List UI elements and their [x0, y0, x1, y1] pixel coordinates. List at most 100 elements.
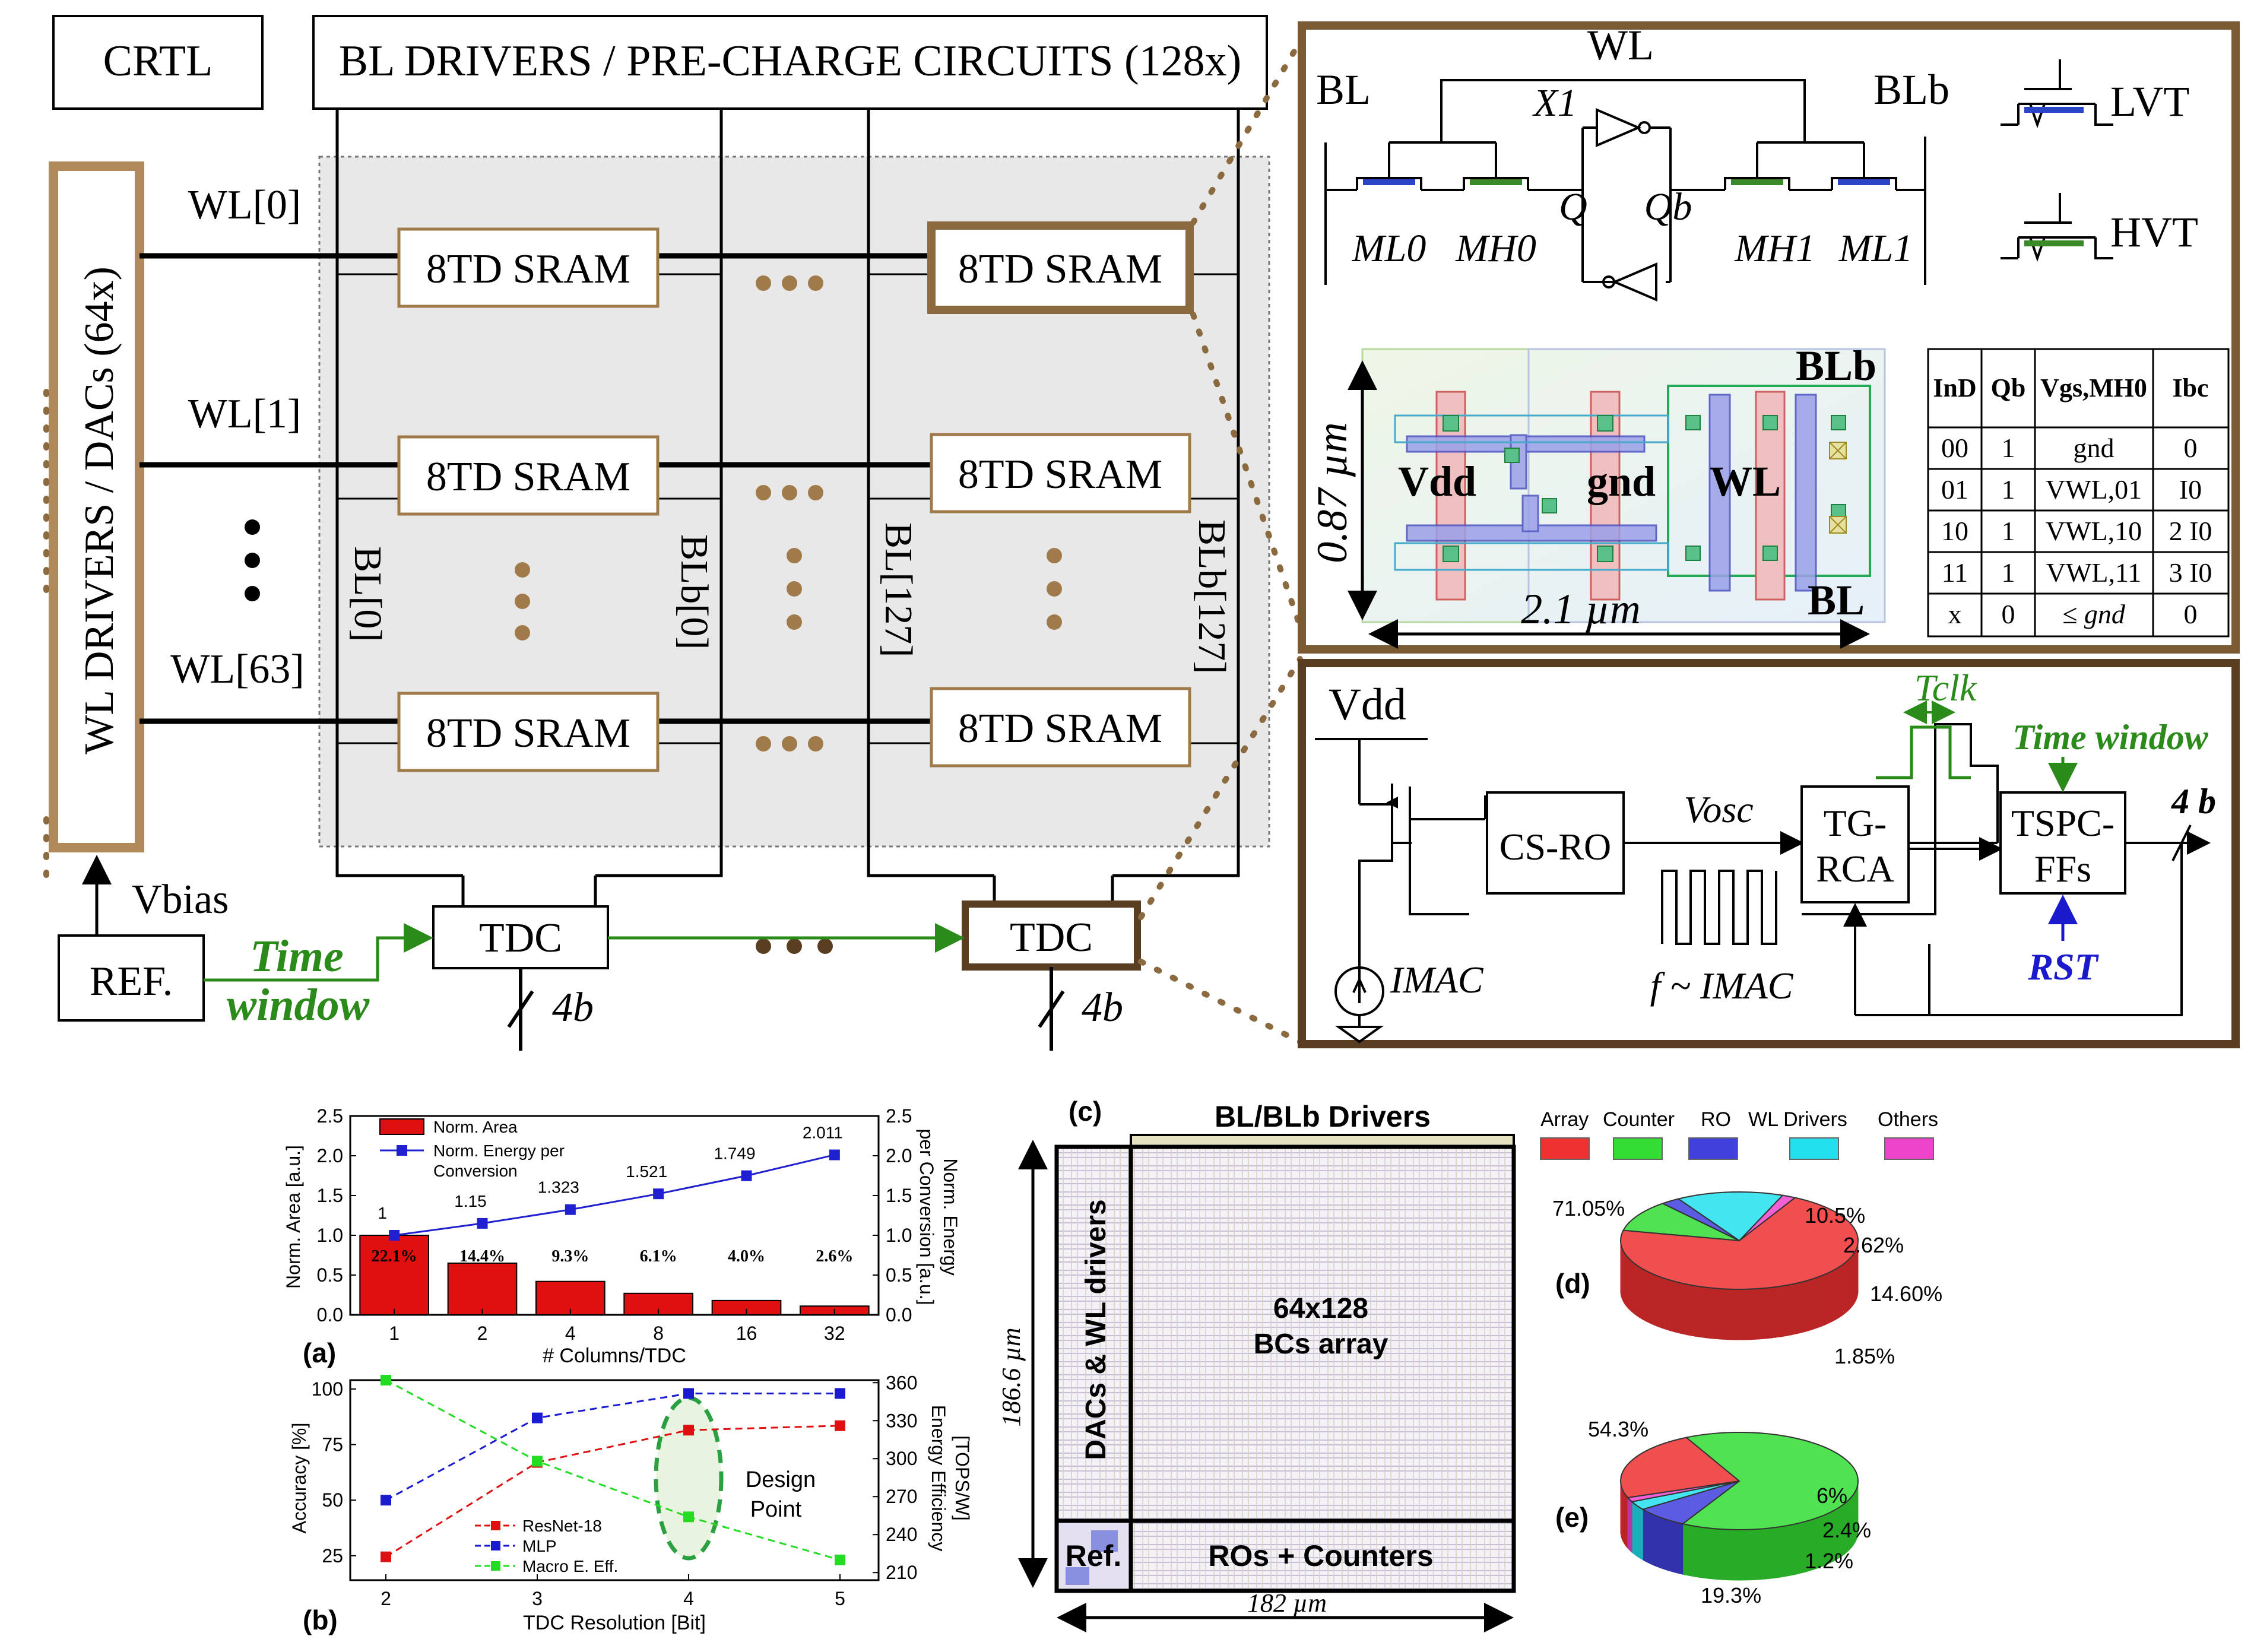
tgrca-box: [1800, 785, 1910, 903]
legend-counter: Counter: [1603, 1108, 1675, 1131]
truth-table: InD Qb Vgs,MH0 Ibc 00 1 gnd 0 01 1 VWL,0…: [1927, 348, 2230, 638]
series-point: [683, 1511, 694, 1523]
rst-label: RST: [2027, 946, 2099, 988]
bc-array: [1128, 1144, 1516, 1523]
x-tick-label: 3: [532, 1588, 543, 1609]
sram-cell-label: 8TD SRAM: [958, 452, 1162, 497]
series-line: [385, 1425, 841, 1558]
energy-data-label: 1: [378, 1204, 387, 1222]
floorplan-center-label: 64x128: [1273, 1293, 1368, 1324]
panel-label: (d): [1555, 1268, 1590, 1299]
blb-label-127: BLb[127]: [1190, 519, 1234, 674]
bl-drivers-box: [312, 15, 1268, 110]
y2-tick-label: 1.0: [886, 1225, 912, 1246]
ctrl-label: CRTL: [103, 37, 213, 85]
dark-ellipsis-dots: [756, 938, 833, 954]
annotation: Design: [746, 1467, 816, 1492]
time-window-arrow: [204, 923, 433, 982]
energy-point: [565, 1204, 576, 1215]
tdc-vdd: Vdd: [1329, 680, 1406, 730]
lvt-label: LVT: [2110, 78, 2189, 125]
bl-label-127: BL[127]: [877, 522, 920, 657]
energy-point: [653, 1188, 664, 1200]
legend-marker: [397, 1145, 407, 1156]
time-window-label: Time: [250, 931, 344, 981]
time-window-label-2: window: [227, 980, 370, 1030]
bl-drivers-label: BL DRIVERS / PRE-CHARGE CIRCUITS (128x): [339, 37, 1242, 85]
y-axis-label: Accuracy [%]: [289, 1423, 310, 1534]
transistor-ml0: ML0: [1352, 227, 1426, 270]
legend-marker: [491, 1521, 500, 1530]
hvt-label: HVT: [2110, 208, 2198, 256]
ctrl-box: [52, 15, 264, 110]
schematic-bl: BL: [1316, 66, 1371, 113]
floorplan-width: 182 µm: [1247, 1588, 1327, 1618]
legend-label: Norm. Energy per: [433, 1142, 565, 1160]
zoom-leaders: [43, 39, 1303, 1045]
legend-ro: RO: [1701, 1108, 1731, 1131]
cell-detail-panel: WL BL BLb X1 Q Qb ML0 MH0 MH1 ML1 LVT HV…: [1298, 21, 2240, 654]
sram-cell: [930, 687, 1191, 768]
layout-wl: WL: [1710, 458, 1781, 505]
panel-label: (b): [303, 1605, 338, 1635]
bits-label: 4b: [1082, 985, 1123, 1030]
sram-cell: [930, 433, 1191, 513]
slice-label: 1.2%: [1805, 1549, 1853, 1573]
y2-axis-label: per Conversion [a.u.]: [916, 1128, 937, 1305]
table-cell: 10: [1941, 516, 1968, 546]
tdc-time-window-label: Time window: [2012, 718, 2208, 757]
table-cell: 2 I0: [2169, 516, 2212, 546]
layout-blb: BLb: [1796, 342, 1876, 389]
vertical-ellipsis-wl: [245, 519, 260, 601]
slice-label: 1.85%: [1834, 1344, 1895, 1368]
y-axis-label: Norm. Area [a.u.]: [283, 1145, 304, 1289]
legend-swatch: [1789, 1137, 1839, 1160]
ref-label: REF.: [90, 959, 173, 1004]
table-cell: 1: [2002, 557, 2015, 588]
y-tick-label: 0.0: [317, 1304, 343, 1326]
pie-slice: [1677, 1191, 1784, 1242]
legend-array: Array: [1540, 1108, 1589, 1131]
series-point: [381, 1375, 391, 1385]
x-tick-label: 4: [683, 1588, 694, 1609]
sram-cells: 8TD SRAM 8TD SRAM 8TD SRAM 8TD SRAM 8TD …: [397, 221, 1194, 772]
blb-label-0: BLb[0]: [673, 534, 716, 649]
legend-swatch: [1688, 1137, 1738, 1160]
x-tick-label: 1: [389, 1323, 400, 1344]
layout-vdd: Vdd: [1398, 458, 1476, 505]
sram-cell: [397, 435, 660, 516]
pie-slice: [1739, 1194, 1797, 1241]
y-tick-label: 50: [322, 1489, 343, 1511]
tdc-bits: 4 b: [2171, 782, 2216, 821]
y-tick-label: 25: [322, 1545, 343, 1567]
series-point: [381, 1551, 391, 1562]
bar: [447, 1262, 518, 1315]
brown-ellipsis-dots: [515, 275, 1062, 752]
y2-tick-label: 2.5: [886, 1105, 912, 1127]
x-tick-label: 2: [381, 1588, 391, 1609]
sram-cell-label: 8TD SRAM: [426, 454, 630, 500]
energy-point: [477, 1217, 488, 1229]
bar-data-label: 22.1%: [372, 1247, 417, 1266]
series-point: [532, 1412, 543, 1423]
bar-data-label: 14.4%: [459, 1247, 505, 1266]
y-tick-label: 0.5: [317, 1264, 343, 1286]
floorplan-top-label: BL/BLb Drivers: [1215, 1100, 1431, 1133]
oscillation-waveform: [1661, 870, 1777, 945]
wl-label-63: WL[63]: [170, 646, 304, 692]
floorplan: (c) BL/BLb Drivers DACs & WL drivers 64x…: [997, 1096, 1516, 1632]
legend-marker: [491, 1561, 500, 1571]
design-point-ellipse: [654, 1396, 724, 1561]
series-point: [835, 1420, 845, 1431]
energy-data-label: 1.323: [538, 1178, 579, 1197]
y-tick-label: 100: [312, 1378, 343, 1400]
pie-slice: [1619, 1437, 1741, 1499]
y-tick-label: 2.0: [317, 1145, 343, 1166]
slice-label: 2.4%: [1822, 1518, 1871, 1542]
annotation: Point: [750, 1497, 802, 1522]
table-cell: ≤ gnd: [2062, 599, 2126, 629]
sram-cell: [397, 692, 660, 772]
slice-label: 14.60%: [1870, 1282, 1942, 1306]
energy-data-label: 1.749: [714, 1144, 755, 1163]
schematic-q: Q: [1559, 185, 1587, 229]
